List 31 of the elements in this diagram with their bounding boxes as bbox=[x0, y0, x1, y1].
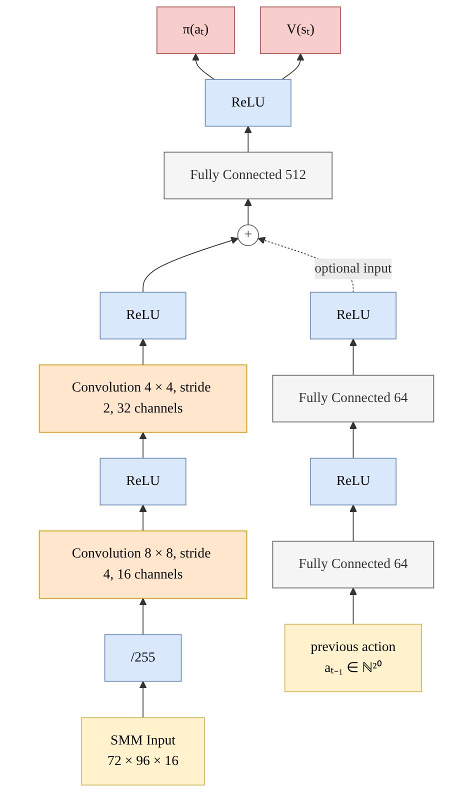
node-box: ReLU bbox=[100, 292, 186, 340]
node-box: ReLU bbox=[310, 458, 396, 506]
arrow bbox=[349, 422, 358, 459]
arrow bbox=[139, 598, 147, 636]
arrow bbox=[142, 236, 239, 293]
node-box: Convolution 8 × 8, stride 4, 16 channels bbox=[38, 530, 248, 599]
node-circle: + bbox=[237, 224, 259, 246]
node-box: ReLU bbox=[204, 79, 292, 127]
arrow bbox=[139, 338, 147, 366]
arrow bbox=[139, 680, 147, 718]
node-box: previous action aₜ₋₁ ∈ ℕ²⁰ bbox=[284, 624, 422, 692]
arrow bbox=[349, 338, 358, 376]
node-box: Fully Connected 64 bbox=[272, 540, 434, 588]
node-box: ReLU bbox=[310, 292, 396, 340]
node-box: SMM Input 72 × 96 × 16 bbox=[81, 717, 205, 786]
arrow bbox=[349, 504, 358, 542]
node-box: V(sₜ) bbox=[260, 6, 341, 54]
edge-label: optional input bbox=[314, 261, 392, 276]
node-box: Fully Connected 512 bbox=[164, 152, 333, 200]
node-box: Convolution 4 × 4, stride 2, 32 channels bbox=[38, 364, 248, 433]
node-box: ReLU bbox=[100, 458, 186, 506]
node-box: Fully Connected 64 bbox=[272, 374, 434, 422]
arrow bbox=[244, 198, 252, 226]
arrow bbox=[192, 53, 215, 80]
arrow bbox=[139, 432, 147, 459]
arrow bbox=[244, 126, 252, 153]
node-box: π(aₜ) bbox=[156, 6, 236, 54]
arrow bbox=[349, 588, 358, 625]
arrow bbox=[281, 53, 304, 80]
node-box: /255 bbox=[104, 634, 182, 682]
arrow bbox=[139, 504, 147, 532]
